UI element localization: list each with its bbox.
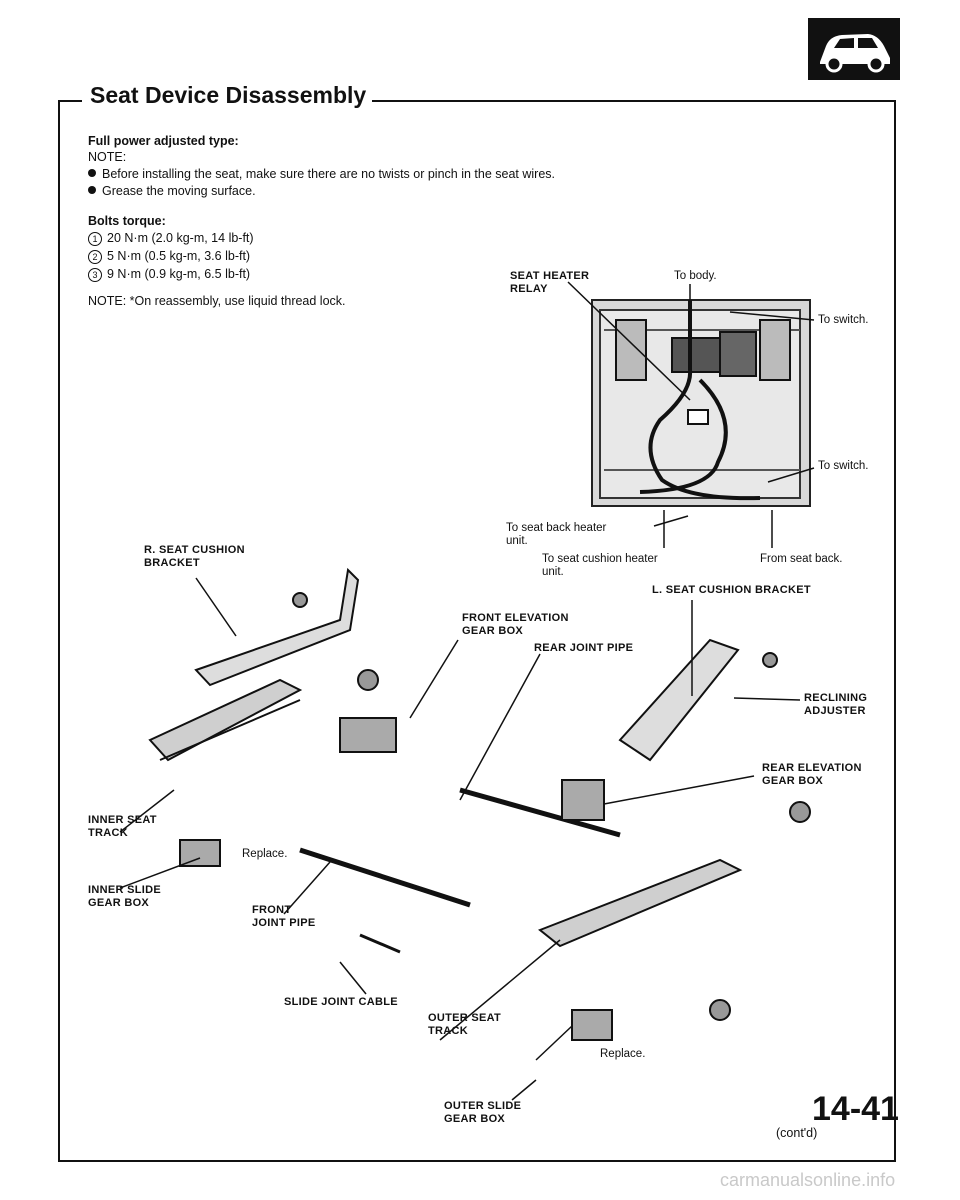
note-label: NOTE: xyxy=(88,150,127,164)
label-rear-elevation-gear-box: REAR ELEVATION GEAR BOX xyxy=(762,762,862,787)
label-replace: Replace. xyxy=(600,1048,646,1060)
page-number: 14-41 xyxy=(812,1090,899,1128)
content-frame xyxy=(58,100,896,1162)
label-inner-slide-gear-box: INNER SLIDE GEAR BOX xyxy=(88,884,161,909)
seat-frame-assembly xyxy=(148,567,811,1041)
number-circle: 2 xyxy=(88,250,102,264)
reassembly-note: NOTE: *On reassembly, use liquid thread … xyxy=(88,294,346,308)
note-item: Before installing the seat, make sure th… xyxy=(88,165,555,183)
label-to-seat-cushion-heater: To seat cushion heater unit. xyxy=(542,553,658,578)
car-icon xyxy=(808,18,900,80)
label-replace: Replace. xyxy=(242,848,288,860)
label-r-seat-cushion-bracket: R. SEAT CUSHION BRACKET xyxy=(144,544,245,569)
continued-note: (cont'd) xyxy=(776,1126,818,1140)
seat-heater-assembly xyxy=(591,299,811,507)
label-from-seat-back: From seat back. xyxy=(760,553,843,565)
number-circle: 1 xyxy=(88,232,102,246)
title-rule-right xyxy=(372,100,896,102)
bullet-icon xyxy=(88,169,96,177)
title-rule-left xyxy=(58,100,82,102)
torque-label: Bolts torque: xyxy=(88,214,166,228)
bullet-icon xyxy=(88,186,96,194)
label-rear-joint-pipe: REAR JOINT PIPE xyxy=(534,642,634,654)
label-to-switch: To switch. xyxy=(818,314,869,326)
label-to-switch: To switch. xyxy=(818,460,869,472)
label-outer-slide-gear-box: OUTER SLIDE GEAR BOX xyxy=(444,1100,522,1125)
label-front-joint-pipe: FRONT JOINT PIPE xyxy=(252,904,316,929)
label-seat-heater-relay: SEAT HEATER RELAY xyxy=(510,270,590,295)
label-to-seat-back-heater: To seat back heater unit. xyxy=(506,522,607,547)
type-label: Full power adjusted type: xyxy=(88,134,239,148)
leader-lines-top xyxy=(567,281,815,548)
footer-watermark: carmanualsonline.info xyxy=(720,1170,896,1190)
page-title: Seat Device Disassembly xyxy=(90,82,367,108)
label-outer-seat-track: OUTER SEAT TRACK xyxy=(428,1012,502,1037)
label-slide-joint-cable: SLIDE JOINT CABLE xyxy=(284,996,398,1008)
label-reclining-adjuster: RECLINING ADJUSTER xyxy=(804,692,868,717)
label-inner-seat-track: INNER SEAT TRACK xyxy=(88,814,157,839)
note-item: Grease the moving surface. xyxy=(88,182,256,200)
label-front-elevation-gear-box: FRONT ELEVATION GEAR BOX xyxy=(462,612,569,637)
number-circle: 3 xyxy=(88,268,102,282)
label-to-body: To body. xyxy=(674,270,717,282)
leader-lines-lower xyxy=(119,577,801,1101)
label-l-seat-cushion-bracket: L. SEAT CUSHION BRACKET xyxy=(652,584,811,596)
